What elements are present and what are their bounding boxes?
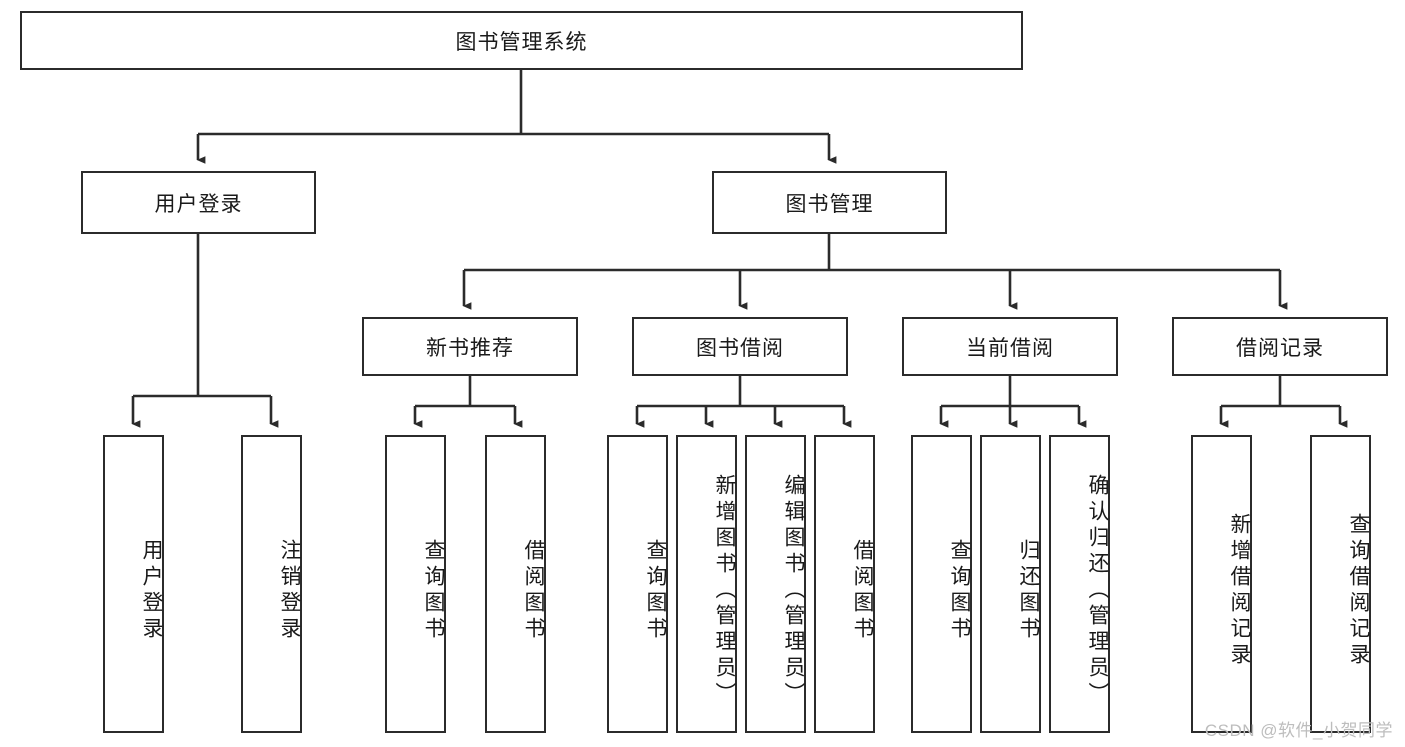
watermark-text: CSDN @软件_小贺同学	[1204, 721, 1393, 740]
node-current-borrow[interactable]: 当前借阅	[902, 317, 1118, 376]
node-book-management[interactable]: 图书管理	[712, 171, 947, 234]
leaf-borrow-query-book[interactable]: 查询图书	[607, 435, 668, 733]
leaf-current-return-book[interactable]: 归还图书	[980, 435, 1041, 733]
leaf-current-confirm-return-admin[interactable]: 确认归还（管理员）	[1049, 435, 1110, 733]
node-borrow-record[interactable]: 借阅记录	[1172, 317, 1388, 376]
leaf-record-query-record[interactable]: 查询借阅记录	[1310, 435, 1371, 733]
leaf-user-login-logout[interactable]: 注销登录	[241, 435, 302, 733]
leaf-borrow-edit-book-admin[interactable]: 编辑图书（管理员）	[745, 435, 806, 733]
leaf-user-login-login[interactable]: 用户登录	[103, 435, 164, 733]
node-root-system[interactable]: 图书管理系统	[20, 11, 1023, 70]
leaf-borrow-add-book-admin[interactable]: 新增图书（管理员）	[676, 435, 737, 733]
node-new-book-recommend[interactable]: 新书推荐	[362, 317, 578, 376]
leaf-borrow-borrow-book[interactable]: 借阅图书	[814, 435, 875, 733]
leaf-record-add-record[interactable]: 新增借阅记录	[1191, 435, 1252, 733]
leaf-recommend-borrow-book[interactable]: 借阅图书	[485, 435, 546, 733]
leaf-recommend-query-book[interactable]: 查询图书	[385, 435, 446, 733]
node-user-login[interactable]: 用户登录	[81, 171, 316, 234]
leaf-current-query-book[interactable]: 查询图书	[911, 435, 972, 733]
node-book-borrow[interactable]: 图书借阅	[632, 317, 848, 376]
